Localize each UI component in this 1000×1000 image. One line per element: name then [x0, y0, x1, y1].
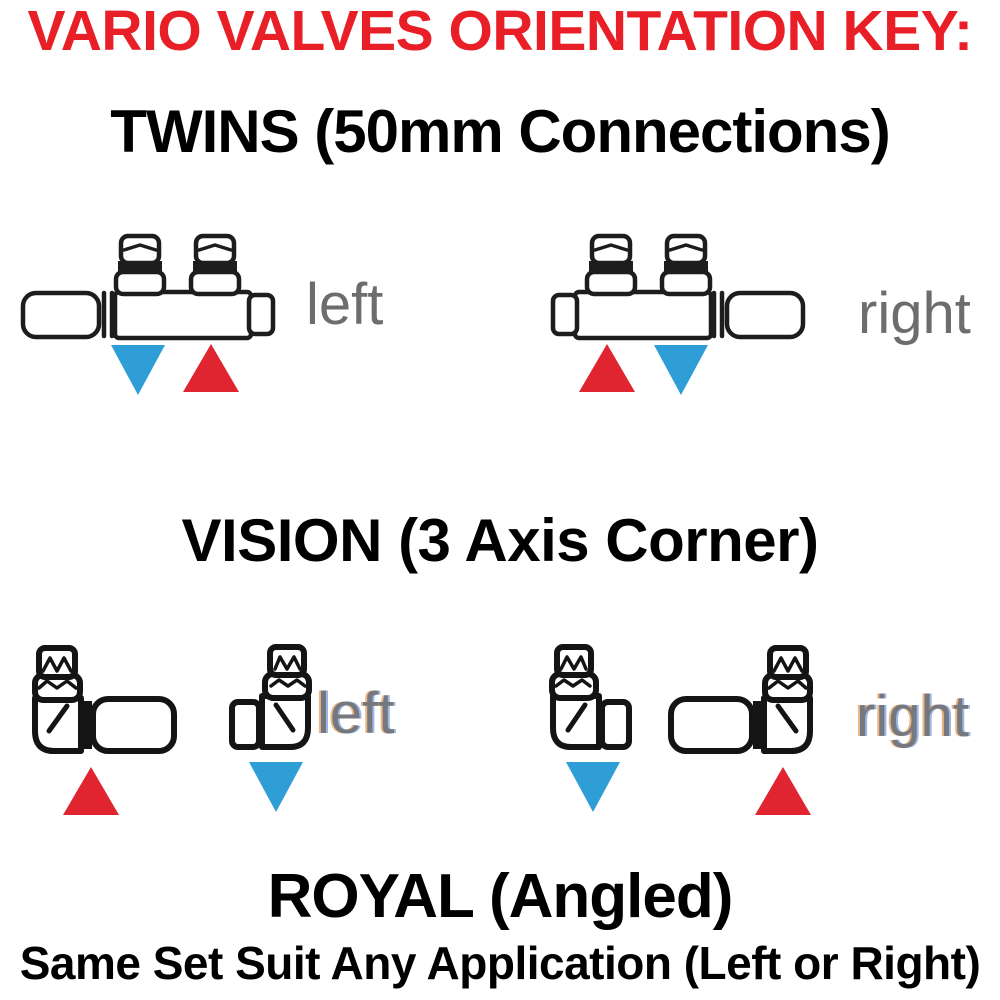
twins-right-label: right — [858, 281, 971, 346]
blue-down-triangle-icon — [249, 762, 303, 812]
page-title: VARIO VALVES ORIENTATION KEY: — [27, 0, 973, 63]
vision-valve-right-cylinder-icon — [668, 644, 814, 754]
vision-heading: VISION (3 Axis Corner) — [181, 507, 819, 574]
blue-down-triangle-icon — [654, 345, 708, 395]
red-up-triangle-icon — [579, 344, 635, 392]
blue-down-triangle-icon — [111, 345, 165, 395]
vision-right-label: right — [856, 684, 969, 749]
vision-valve-right-corner-icon — [545, 644, 633, 754]
red-up-triangle-icon — [63, 767, 119, 815]
vision-left-label: left — [317, 681, 395, 746]
red-up-triangle-icon — [183, 344, 239, 392]
blue-down-triangle-icon — [566, 762, 620, 812]
twins-left-label: left — [306, 272, 384, 337]
vision-valve-left-cylinder-icon — [31, 644, 177, 754]
vision-valve-left-corner-icon — [228, 644, 316, 754]
royal-heading: ROYAL (Angled) — [267, 862, 734, 931]
twins-heading: TWINS (50mm Connections) — [110, 98, 890, 165]
royal-subheading: Same Set Suit Any Application (Left or R… — [19, 937, 981, 989]
twins-valve-right-icon — [550, 230, 806, 342]
red-up-triangle-icon — [755, 767, 811, 815]
twins-valve-left-icon — [20, 230, 276, 342]
